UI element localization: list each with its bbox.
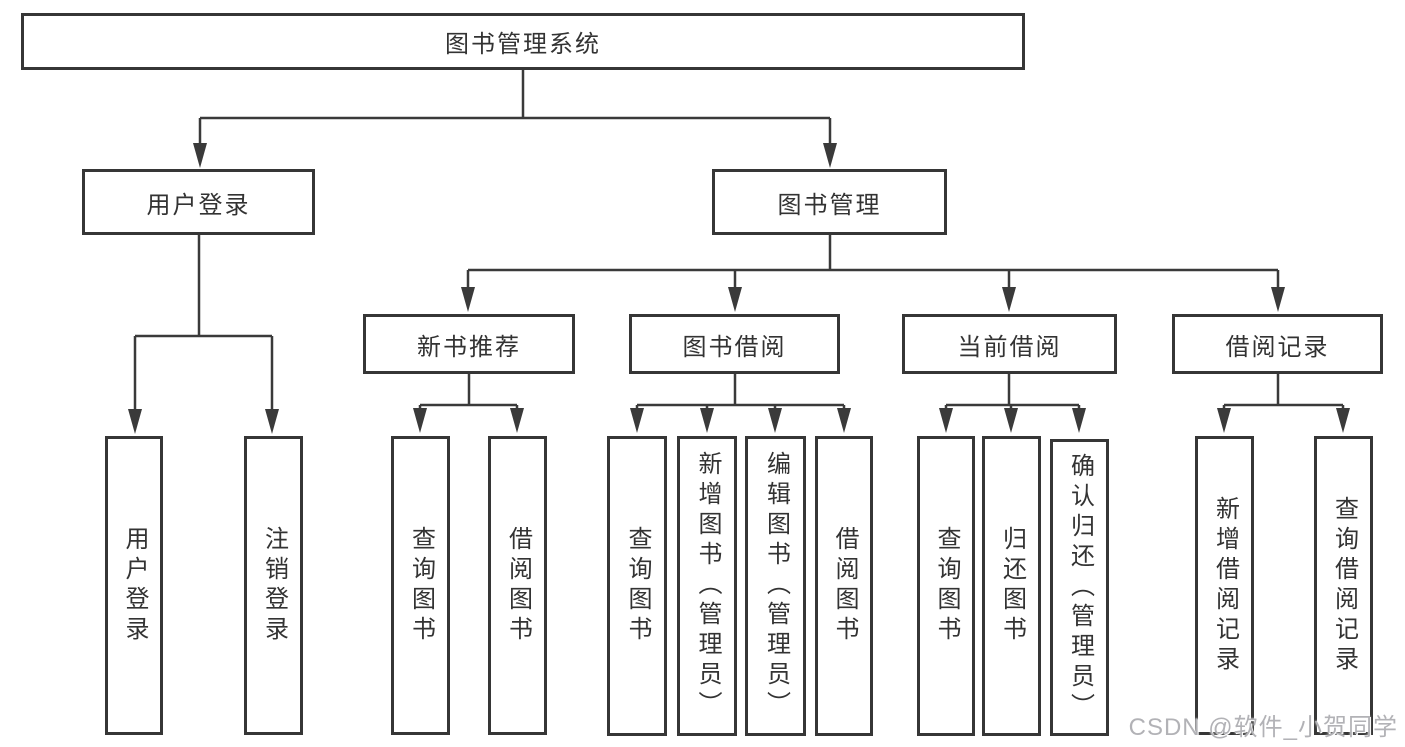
leaf-query-borrow-record: 查询借阅记录 bbox=[1314, 436, 1373, 735]
node-label: 查询图书 bbox=[624, 526, 651, 646]
node-label: 新书推荐 bbox=[417, 333, 521, 361]
node-label: 用户登录 bbox=[121, 525, 148, 646]
leaf-borrow-books: 借阅图书 bbox=[815, 436, 873, 736]
node-label: 借阅记录 bbox=[1225, 333, 1330, 361]
node-user-login: 用户登录 bbox=[82, 169, 315, 235]
node-root-system: 图书管理系统 bbox=[21, 13, 1025, 70]
node-label: 借阅图书 bbox=[831, 526, 858, 646]
node-borrow-records: 借阅记录 bbox=[1172, 314, 1383, 374]
node-label: 注销登录 bbox=[260, 525, 288, 646]
leaf-confirm-return-admin: 确认归还（管理员） bbox=[1050, 439, 1109, 736]
leaf-add-borrow-record: 新增借阅记录 bbox=[1195, 436, 1254, 735]
node-label: 图书管理系统 bbox=[445, 31, 601, 58]
leaf-edit-books-admin: 编辑图书（管理员） bbox=[745, 436, 806, 736]
leaf-add-books-admin: 新增图书（管理员） bbox=[677, 436, 737, 736]
node-label: 图书管理 bbox=[777, 191, 882, 219]
node-label: 编辑图书（管理员） bbox=[762, 451, 790, 721]
node-label: 新增图书（管理员） bbox=[694, 451, 721, 721]
node-book-borrow: 图书借阅 bbox=[629, 314, 840, 374]
leaf-query-books-recommend: 查询图书 bbox=[391, 436, 450, 735]
leaf-logout: 注销登录 bbox=[244, 436, 303, 735]
leaf-query-books-current: 查询图书 bbox=[917, 436, 975, 736]
node-label: 新增借阅记录 bbox=[1211, 495, 1239, 676]
leaf-user-login: 用户登录 bbox=[105, 436, 163, 735]
csdn-watermark: CSDN @软件_小贺同学 bbox=[1128, 714, 1398, 741]
node-label: 查询借阅记录 bbox=[1330, 495, 1358, 676]
arrowhead-icon bbox=[128, 143, 1350, 434]
node-label: 查询图书 bbox=[407, 525, 435, 646]
node-label: 查询图书 bbox=[933, 526, 960, 646]
node-book-management: 图书管理 bbox=[712, 169, 947, 235]
leaf-borrow-books-recommend: 借阅图书 bbox=[488, 436, 547, 735]
node-label: 归还图书 bbox=[998, 526, 1026, 646]
node-label: 用户登录 bbox=[146, 191, 251, 219]
node-label: 当前借阅 bbox=[957, 333, 1062, 361]
node-label: 借阅图书 bbox=[504, 525, 532, 646]
node-label: 图书借阅 bbox=[682, 333, 787, 361]
leaf-query-books-borrow: 查询图书 bbox=[607, 436, 667, 736]
leaf-return-books: 归还图书 bbox=[982, 436, 1041, 736]
node-current-borrow: 当前借阅 bbox=[902, 314, 1117, 374]
node-new-book-recommend: 新书推荐 bbox=[363, 314, 575, 374]
node-label: 确认归还（管理员） bbox=[1066, 452, 1094, 723]
